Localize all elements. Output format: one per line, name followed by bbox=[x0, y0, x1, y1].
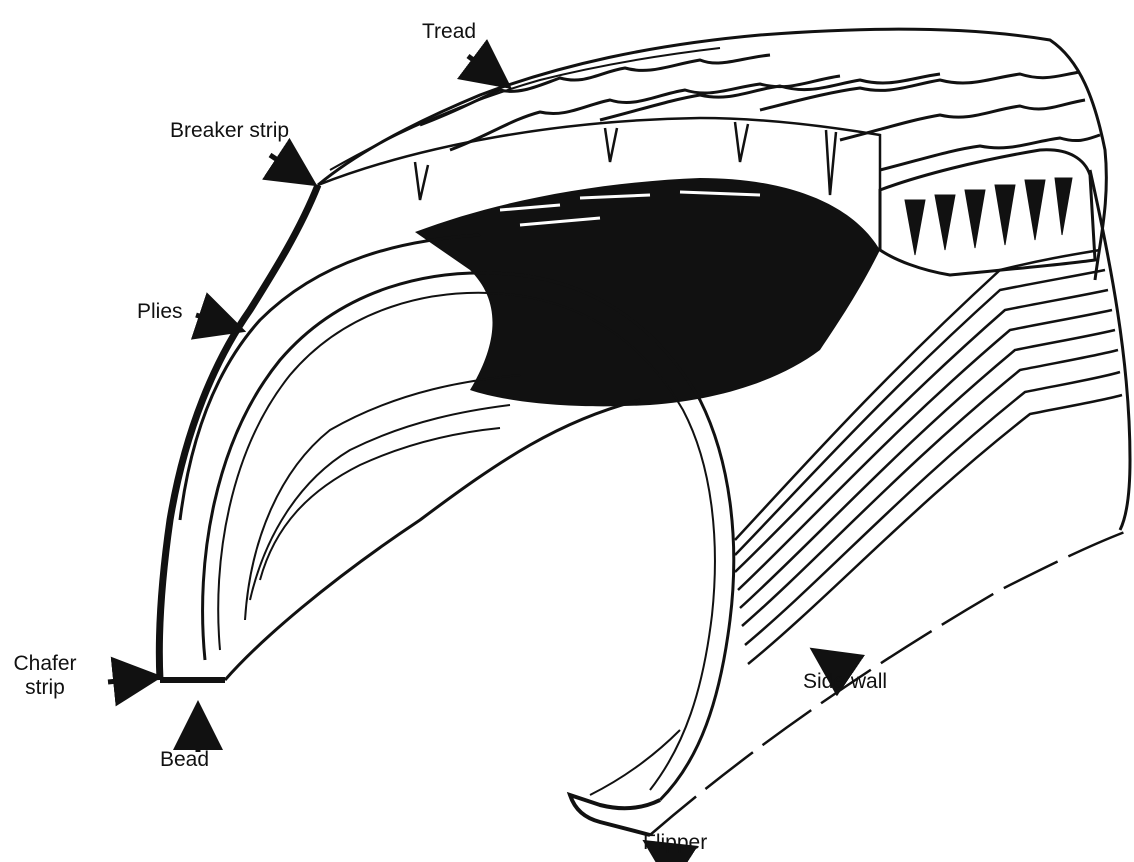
chafer-strip-label-line1: Chafer bbox=[6, 652, 84, 676]
breaker-strip-label: Breaker strip bbox=[170, 119, 289, 143]
flipper-tip bbox=[570, 730, 680, 835]
chafer-strip-label: Chafer strip bbox=[6, 652, 84, 700]
chafer-strip-arrow bbox=[108, 678, 148, 682]
chafer-strip-label-line2: strip bbox=[6, 676, 84, 700]
side-wall-rim bbox=[650, 530, 1130, 835]
tread-label: Tread bbox=[422, 20, 476, 44]
leader-arrows bbox=[108, 56, 850, 862]
tread-arrow bbox=[468, 56, 500, 80]
bead-label: Bead bbox=[160, 748, 209, 772]
plies-label: Plies bbox=[137, 300, 183, 324]
plies-arrow bbox=[196, 315, 232, 327]
side-wall-label: Side wall bbox=[803, 670, 887, 694]
breaker-strip-arrow bbox=[270, 155, 305, 178]
flipper-label: Flipper bbox=[643, 831, 707, 855]
